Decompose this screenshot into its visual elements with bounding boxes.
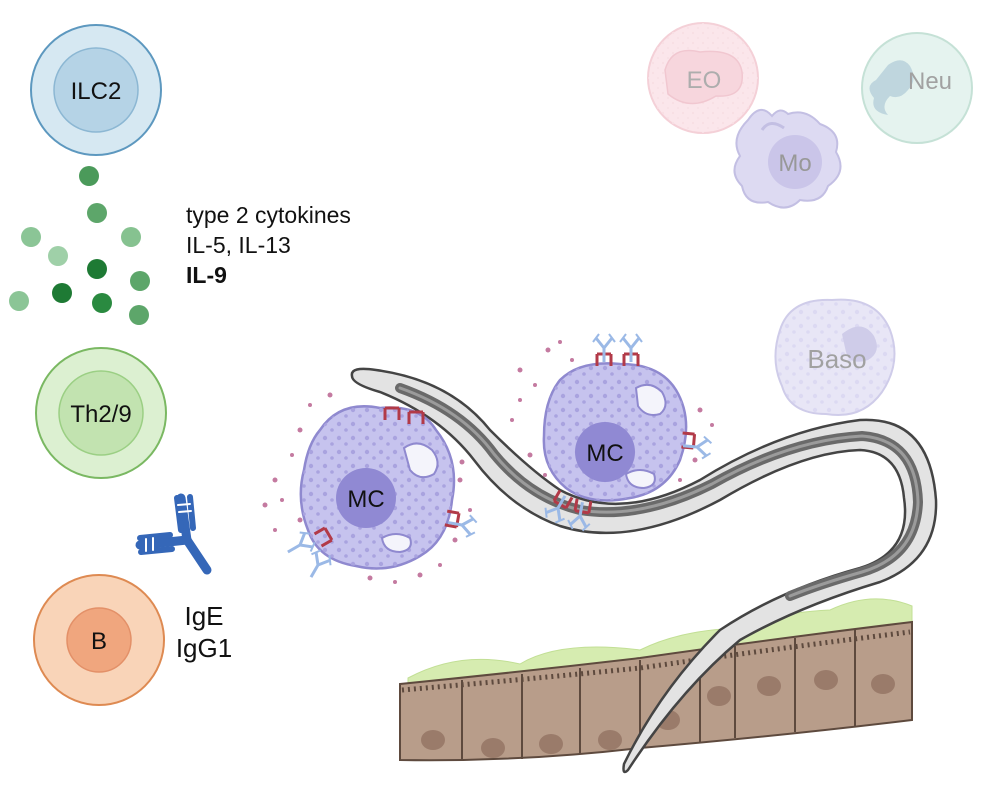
helminth-worm xyxy=(350,367,938,774)
mast-cell-2: MC xyxy=(510,332,714,534)
antibody-icon xyxy=(135,493,212,575)
antibodies-caption: IgE IgG1 xyxy=(172,600,236,664)
cytokines-line-2: IL-5, IL-13 xyxy=(186,232,291,258)
baso-label: Baso xyxy=(807,344,866,374)
th2-9-cell: Th2/9 xyxy=(35,347,167,479)
th2-9-label: Th2/9 xyxy=(70,401,131,428)
eo-label: EO xyxy=(687,67,722,94)
ilc2-label: ILC2 xyxy=(71,78,122,105)
antibodies-line-2: IgG1 xyxy=(175,633,233,663)
mc1-label: MC xyxy=(347,486,384,513)
b-label: B xyxy=(91,628,107,655)
neutrophil-cell: Neu xyxy=(861,32,973,144)
mast-cell-2-granules xyxy=(510,340,714,482)
epithelium xyxy=(399,598,913,762)
antibodies-line-1: IgE xyxy=(184,601,224,631)
cytokine-particles xyxy=(9,166,150,325)
mo-label: Mo xyxy=(778,150,811,177)
cytokines-line-1: type 2 cytokines xyxy=(186,202,351,228)
monocyte-cell: Mo xyxy=(733,109,842,209)
mast-cell-1: MC xyxy=(262,392,480,585)
ilc2-cell: ILC2 xyxy=(30,24,162,156)
mc2-label: MC xyxy=(586,440,623,467)
cytokines-caption: type 2 cytokines IL-5, IL-13 IL-9 xyxy=(186,200,351,290)
b-cell: B xyxy=(33,574,165,706)
neu-label: Neu xyxy=(908,68,952,95)
eosinophil-cell: EO xyxy=(647,22,759,134)
basophil-cell: Baso xyxy=(774,298,896,416)
cytokines-line-3: IL-9 xyxy=(186,262,227,288)
